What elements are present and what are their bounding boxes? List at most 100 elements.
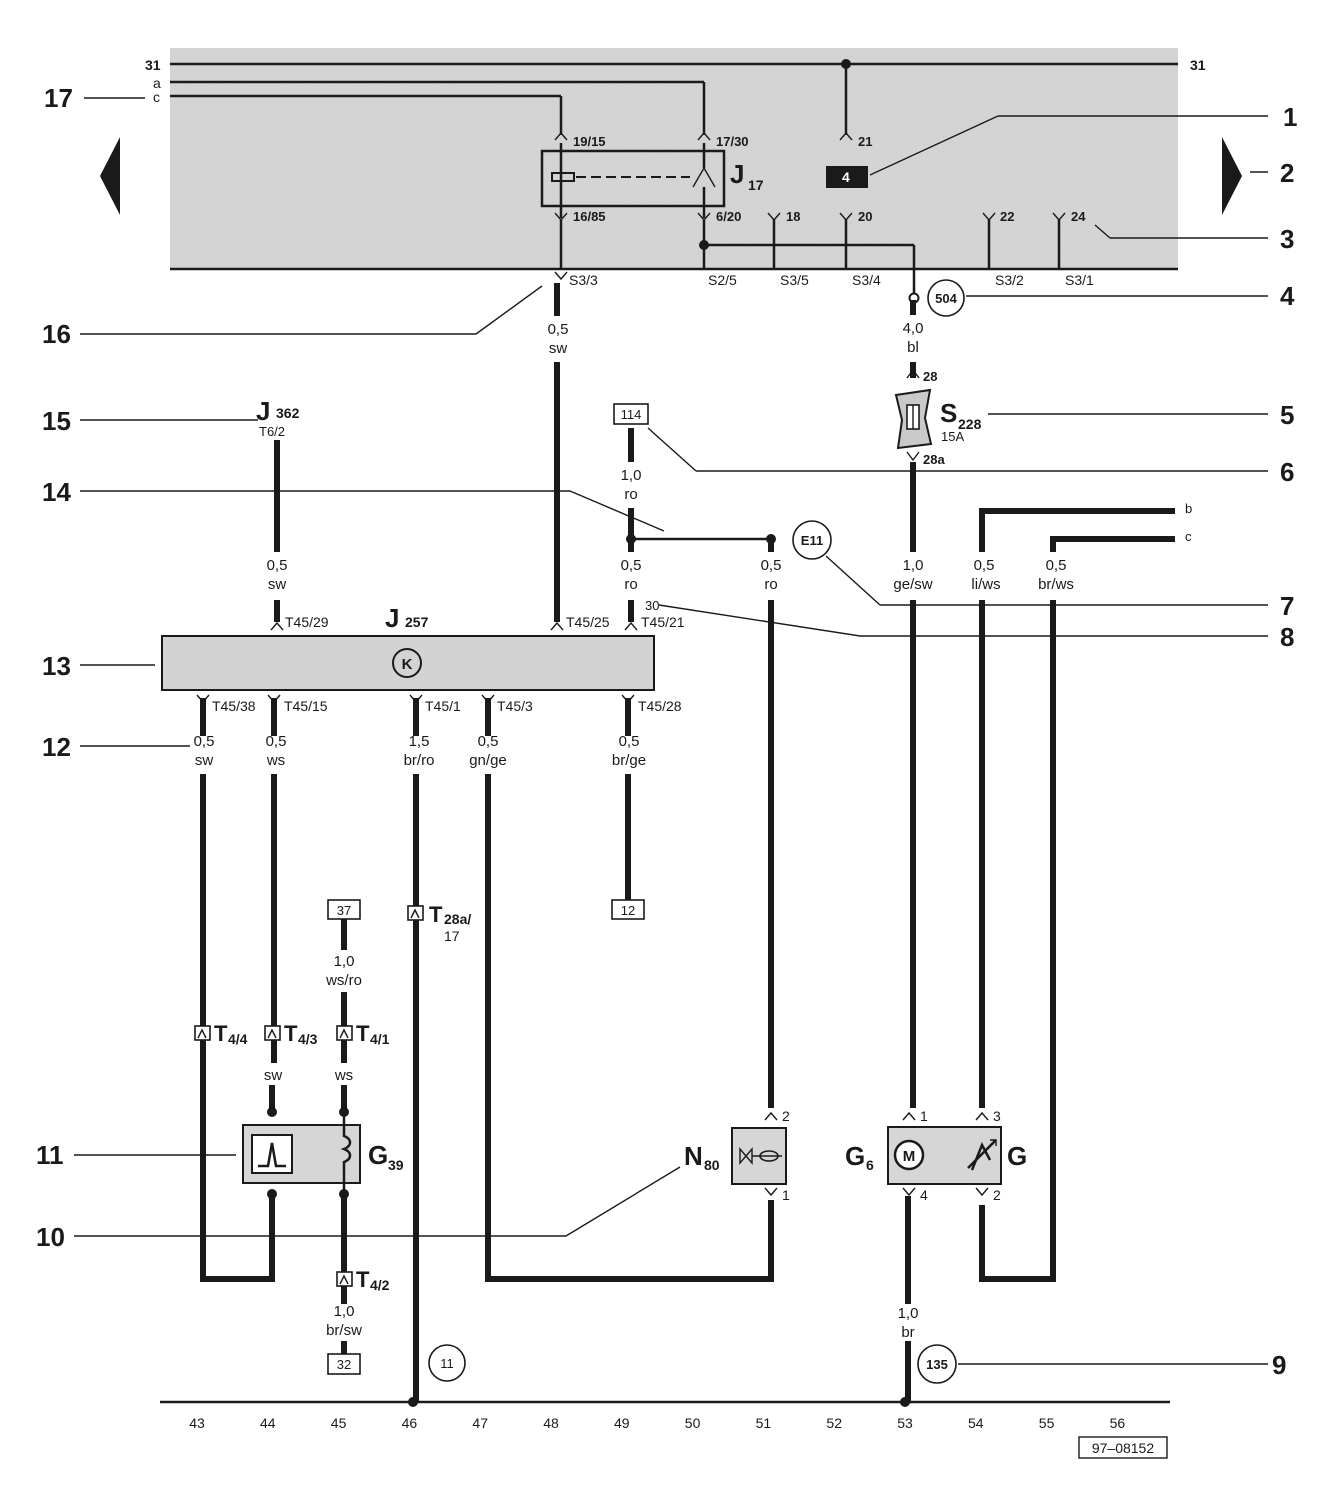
wire-label-size: 1,0	[898, 1305, 919, 1322]
document-code-text: 97–08152	[1092, 1440, 1155, 1456]
ref-12[interactable]: 12	[611, 899, 645, 920]
wire-label-color: ws	[266, 752, 285, 769]
wire-label-color: ge/sw	[893, 576, 932, 593]
wire-label-size: 0,5	[619, 733, 640, 750]
ecu-j257[interactable]: K	[161, 635, 655, 691]
wire-label-color: li/ws	[971, 576, 1000, 593]
wire-label-color: bl	[907, 339, 919, 356]
pin-s34: S3/4	[852, 272, 881, 288]
callout-1: 1	[1283, 102, 1297, 132]
svg-text:37: 37	[337, 903, 351, 918]
wire-labels: 0,5 sw 4,0 bl 0,5 sw 1,0 ro 0,5 ro 0,5 r…	[194, 320, 1074, 1341]
wire-label-color: sw	[264, 1067, 283, 1084]
wire-label-size: 0,5	[267, 557, 288, 574]
callout-11: 11	[36, 1140, 64, 1170]
sensor-g39-sub: 39	[388, 1157, 404, 1173]
wire-label-size: 1,0	[621, 467, 642, 484]
callout-17: 17	[44, 83, 73, 113]
wire-label-size: 1,0	[903, 557, 924, 574]
conn-t28a-sub: 28a/	[444, 911, 471, 927]
fuse-rating: 15A	[941, 429, 964, 444]
ecu-pin-t28: T45/28	[638, 698, 682, 714]
relay-label: J	[730, 159, 744, 189]
fuse-s228[interactable]	[894, 368, 933, 462]
callout-8: 8	[1280, 622, 1294, 652]
j362-pin: T6/2	[259, 424, 285, 439]
side-label-c: c	[1185, 529, 1192, 544]
ref-32[interactable]: 32	[327, 1353, 361, 1375]
sensor-g39[interactable]	[242, 1115, 361, 1193]
svg-text:12: 12	[621, 903, 635, 918]
callout-leaders	[74, 97, 1268, 1365]
j362-label-sub: 362	[276, 405, 300, 421]
grid-number: 53	[897, 1415, 913, 1431]
grid-number: 43	[189, 1415, 205, 1431]
wire-label-size: 0,5	[266, 733, 287, 750]
fuse-slot-number: 4	[842, 169, 850, 185]
prev-page-arrow-icon[interactable]	[100, 137, 120, 215]
ref-37[interactable]: 37	[327, 899, 361, 920]
pin-22: 22	[1000, 209, 1014, 224]
pin-s33: S3/3	[569, 272, 598, 288]
wire-label-color: sw	[268, 576, 287, 593]
callout-2: 2	[1280, 158, 1294, 188]
ecu-pin-t38: T45/38	[212, 698, 256, 714]
conn-t42-sub: 4/2	[370, 1277, 390, 1293]
wire-label-color: ro	[624, 486, 637, 503]
grid-number: 54	[968, 1415, 984, 1431]
fuel-pump-unit[interactable]: M	[887, 1111, 1002, 1197]
wire-label-color: sw	[195, 752, 214, 769]
ref-114[interactable]: 114	[613, 403, 649, 425]
ecu-pin-t3: T45/3	[497, 698, 533, 714]
callout-16: 16	[42, 319, 71, 349]
valve-n80[interactable]	[731, 1111, 787, 1197]
wire-label-size: 0,5	[621, 557, 642, 574]
grid-number: 47	[472, 1415, 488, 1431]
wire-label-size: 4,0	[903, 320, 924, 337]
bus-a: a	[153, 75, 161, 91]
connector-504-label: 504	[935, 291, 957, 306]
grid-number: 46	[402, 1415, 418, 1431]
conn-t41: T	[356, 1021, 370, 1046]
wire-label-color: br/ro	[404, 752, 435, 769]
pin-s35: S3/5	[780, 272, 809, 288]
ref-e11[interactable]: E11	[792, 520, 832, 560]
wire-label-color: sw	[549, 340, 568, 357]
bus-31-right: 31	[1190, 57, 1206, 73]
pin-s31: S3/1	[1065, 272, 1094, 288]
callouts: 17 1 2 3 4 16 5 15 6 14 7 8 13 12 11 10 …	[36, 83, 1297, 1380]
svg-text:114: 114	[621, 407, 642, 422]
ref-11[interactable]: 11	[428, 1344, 466, 1382]
wire-label-color: br/ws	[1038, 576, 1074, 593]
svg-text:32: 32	[337, 1357, 351, 1372]
bus-lines	[170, 59, 1178, 135]
relay-j17[interactable]	[540, 143, 726, 218]
svg-text:E11: E11	[801, 533, 823, 548]
wire-label-color: br/sw	[326, 1322, 362, 1339]
wire-label-size: 0,5	[548, 321, 569, 338]
conn-t44: T	[214, 1021, 228, 1046]
fuse-label: S	[940, 398, 957, 428]
callout-12: 12	[42, 732, 71, 762]
wire-label-color: ws/ro	[325, 972, 362, 989]
valve-n80-sub: 80	[704, 1157, 720, 1173]
wire-label-color: ro	[624, 576, 637, 593]
conn-t41-sub: 4/1	[370, 1031, 390, 1047]
grid-number: 56	[1110, 1415, 1126, 1431]
document-code: 97–08152	[1078, 1436, 1168, 1459]
pin-620: 6/20	[716, 209, 741, 224]
callout-10: 10	[36, 1222, 65, 1252]
wire-label-size: 1,0	[334, 953, 355, 970]
connector-symbols	[194, 905, 424, 1287]
callout-4: 4	[1280, 281, 1295, 311]
wire-label-size: 0,5	[761, 557, 782, 574]
wire-label-size: 1,0	[334, 1303, 355, 1320]
ref-135[interactable]: 135	[917, 1344, 957, 1384]
callout-3: 3	[1280, 224, 1294, 254]
pin-20: 20	[858, 209, 872, 224]
grid-number: 50	[685, 1415, 701, 1431]
callout-13: 13	[42, 651, 71, 681]
next-page-arrow-icon[interactable]	[1222, 137, 1242, 215]
wire-label-color: ws	[334, 1067, 353, 1084]
fuse-label-sub: 228	[958, 416, 982, 432]
